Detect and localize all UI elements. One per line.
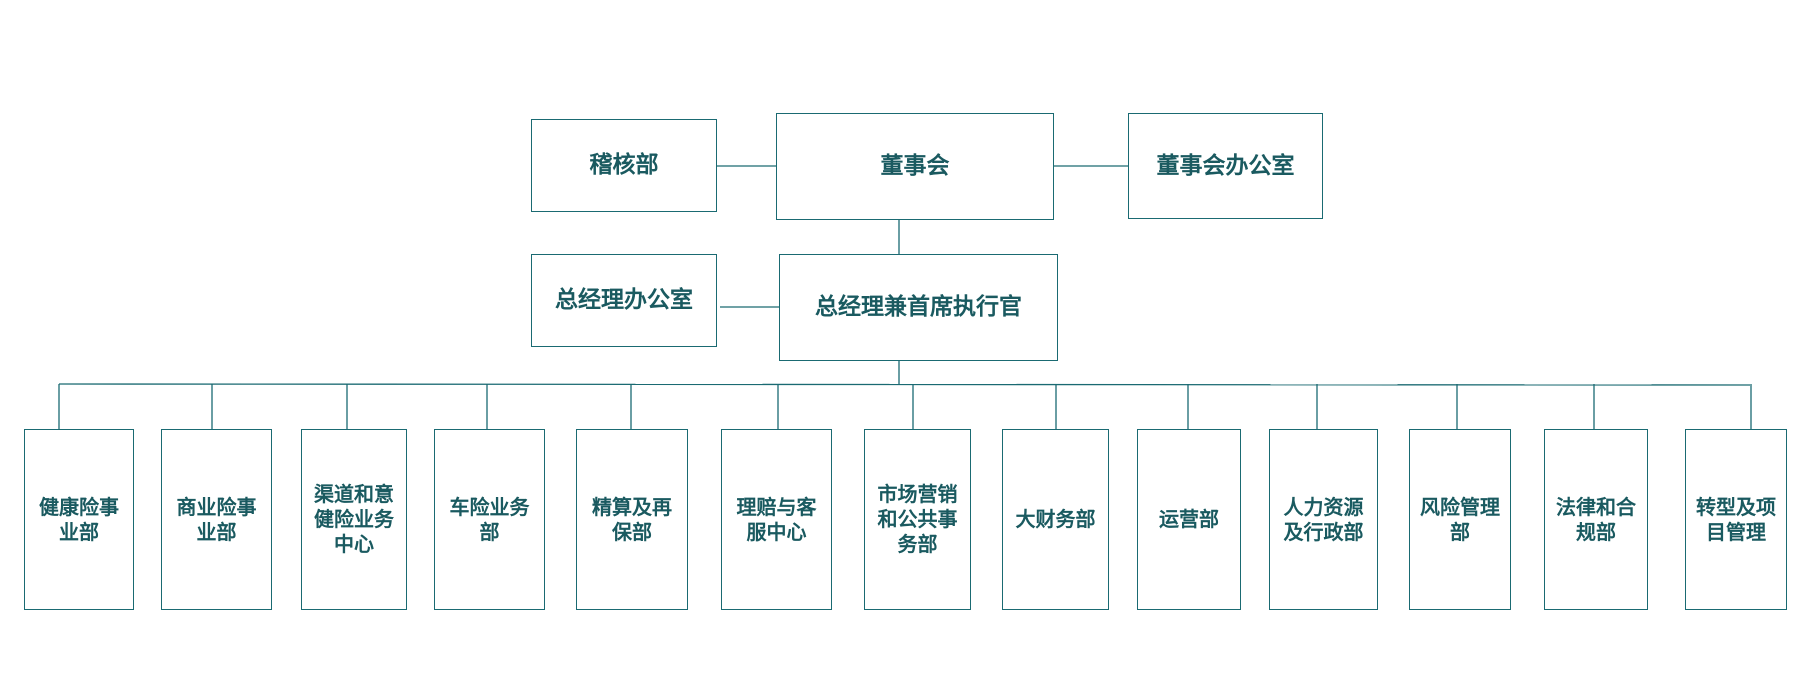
department-label: 精算及再保部	[592, 494, 672, 544]
department-box[interactable]: 市场营销和公共事务部	[864, 429, 971, 610]
ceo-label: 总经理兼首席执行官	[815, 294, 1022, 321]
department-drop-lines	[58, 384, 1752, 429]
department-label: 大财务部	[1015, 507, 1096, 531]
department-box[interactable]: 人力资源及行政部	[1269, 429, 1378, 610]
department-box[interactable]: 商业险事业部	[161, 429, 272, 610]
department-label: 车险业务部	[449, 494, 530, 544]
board-office-box[interactable]: 董事会办公室	[1128, 113, 1323, 219]
department-box[interactable]: 精算及再保部	[576, 429, 688, 610]
audit-department-box[interactable]: 稽核部	[531, 119, 717, 212]
gm-office-label: 总经理办公室	[555, 287, 693, 314]
department-box[interactable]: 大财务部	[1002, 429, 1109, 610]
department-box[interactable]: 渠道和意健险业务中心	[301, 429, 407, 610]
department-label: 运营部	[1159, 507, 1219, 531]
department-box[interactable]: 理赔与客服中心	[721, 429, 832, 610]
audit-department-label: 稽核部	[589, 152, 659, 179]
department-label: 法律和合规部	[1556, 494, 1636, 544]
department-box[interactable]: 风险管理部	[1409, 429, 1511, 610]
board-office-label: 董事会办公室	[1156, 152, 1295, 179]
department-label: 风险管理部	[1420, 494, 1500, 544]
gm-office-box[interactable]: 总经理办公室	[531, 254, 717, 347]
department-label: 商业险事业部	[176, 494, 257, 544]
department-label: 健康险事业部	[39, 494, 119, 544]
ceo-box[interactable]: 总经理兼首席执行官	[779, 254, 1058, 361]
department-box[interactable]: 运营部	[1137, 429, 1241, 610]
department-box[interactable]: 健康险事业部	[24, 429, 134, 610]
board-of-directors-box[interactable]: 董事会	[776, 113, 1054, 220]
department-label: 理赔与客服中心	[736, 494, 817, 544]
department-label: 渠道和意健险业务中心	[314, 482, 394, 556]
department-label: 人力资源及行政部	[1283, 494, 1364, 544]
department-box[interactable]: 法律和合规部	[1544, 429, 1648, 610]
department-bus-line	[58, 383, 1751, 386]
department-box[interactable]: 车险业务部	[434, 429, 545, 610]
department-box[interactable]: 转型及项目管理	[1685, 429, 1787, 610]
board-of-directors-label: 董事会	[880, 153, 950, 180]
department-label: 市场营销和公共事务部	[877, 482, 958, 556]
department-label: 转型及项目管理	[1696, 494, 1776, 544]
